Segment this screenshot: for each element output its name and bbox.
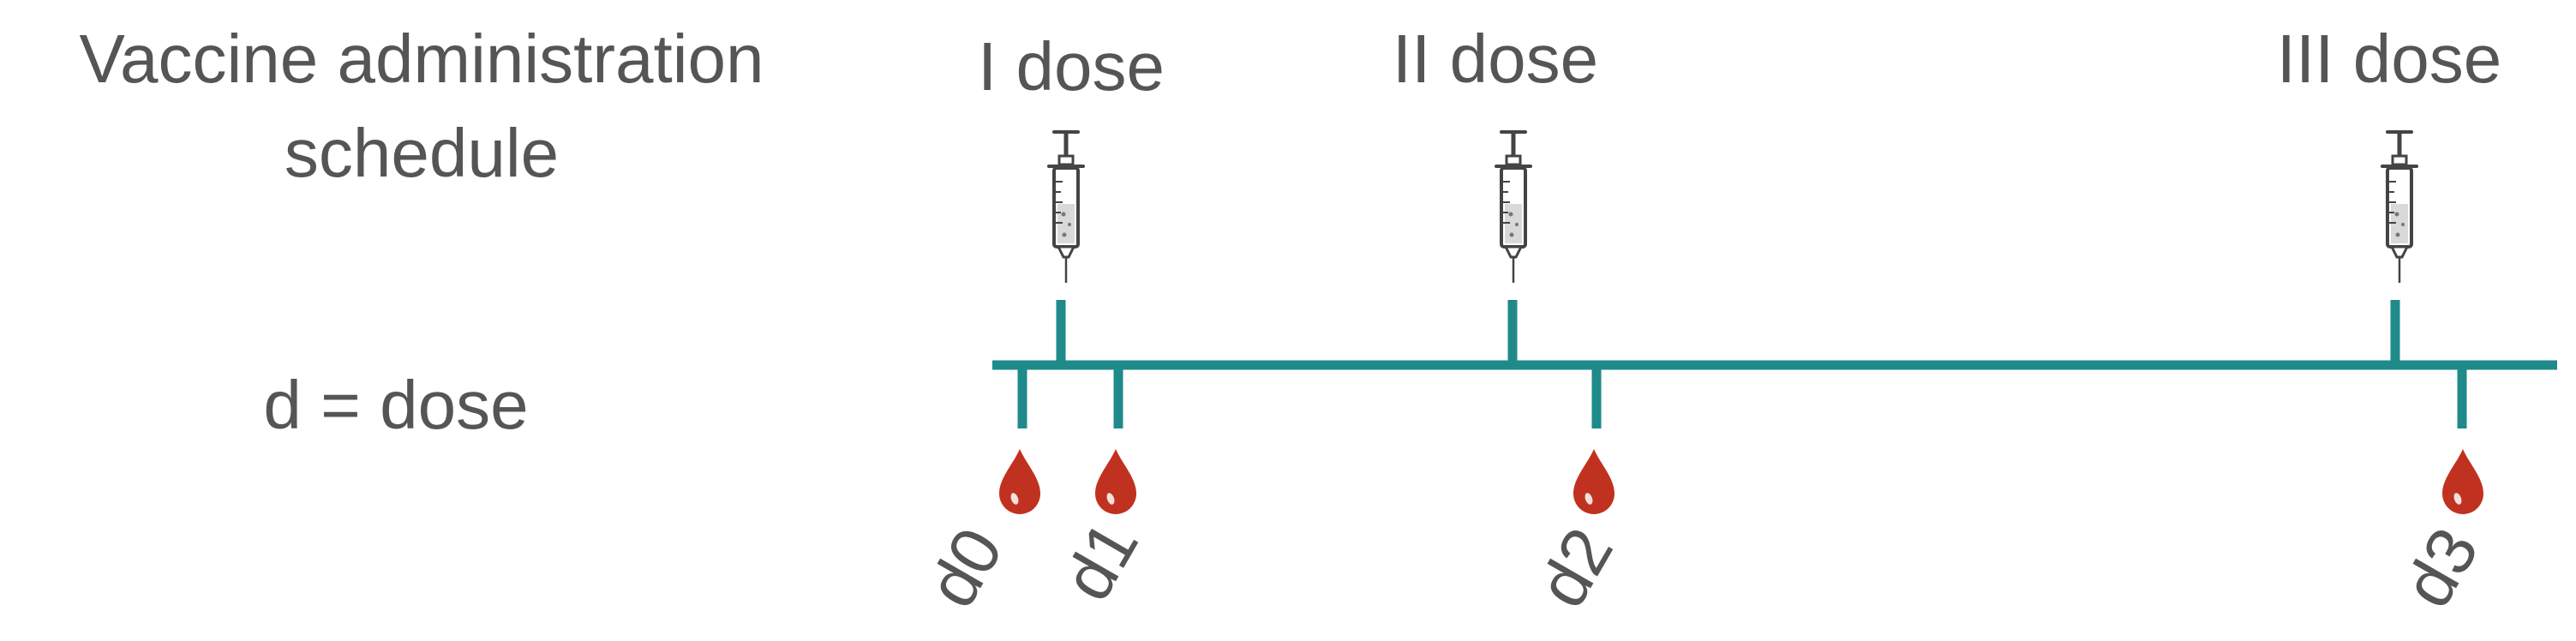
dose-marker-2: II dose bbox=[1393, 21, 1598, 365]
legend-text: d = dose bbox=[263, 367, 528, 443]
dose-label-1: I dose bbox=[978, 28, 1165, 105]
sample-label-d1: d1 bbox=[1048, 508, 1153, 613]
blood-drop-icon bbox=[999, 449, 1040, 514]
blood-drop-icon bbox=[1095, 449, 1136, 514]
sample-marker-d3: d3 bbox=[2388, 365, 2493, 620]
sample-marker-d1: d1 bbox=[1048, 365, 1153, 613]
sample-label-d0: d0 bbox=[913, 515, 1017, 620]
blood-drop-icon bbox=[1573, 449, 1614, 514]
syringe-icon bbox=[1049, 132, 1083, 283]
sample-marker-d0: d0 bbox=[913, 365, 1040, 620]
syringe-icon bbox=[1496, 132, 1531, 283]
sample-label-d3: d3 bbox=[2388, 515, 2493, 620]
dose-label-3: III dose bbox=[2277, 21, 2501, 97]
diagram-title-line-1: Vaccine administration bbox=[80, 21, 764, 97]
dose-label-2: II dose bbox=[1393, 21, 1598, 97]
sample-marker-d2: d2 bbox=[1523, 365, 1627, 620]
sample-label-d2: d2 bbox=[1523, 515, 1627, 620]
dose-marker-3: III dose bbox=[2277, 21, 2501, 365]
syringe-icon bbox=[2382, 132, 2417, 283]
dose-marker-1: I dose bbox=[978, 28, 1165, 365]
blood-drop-icon bbox=[2442, 449, 2483, 514]
diagram-title-line-2: schedule bbox=[285, 115, 559, 191]
